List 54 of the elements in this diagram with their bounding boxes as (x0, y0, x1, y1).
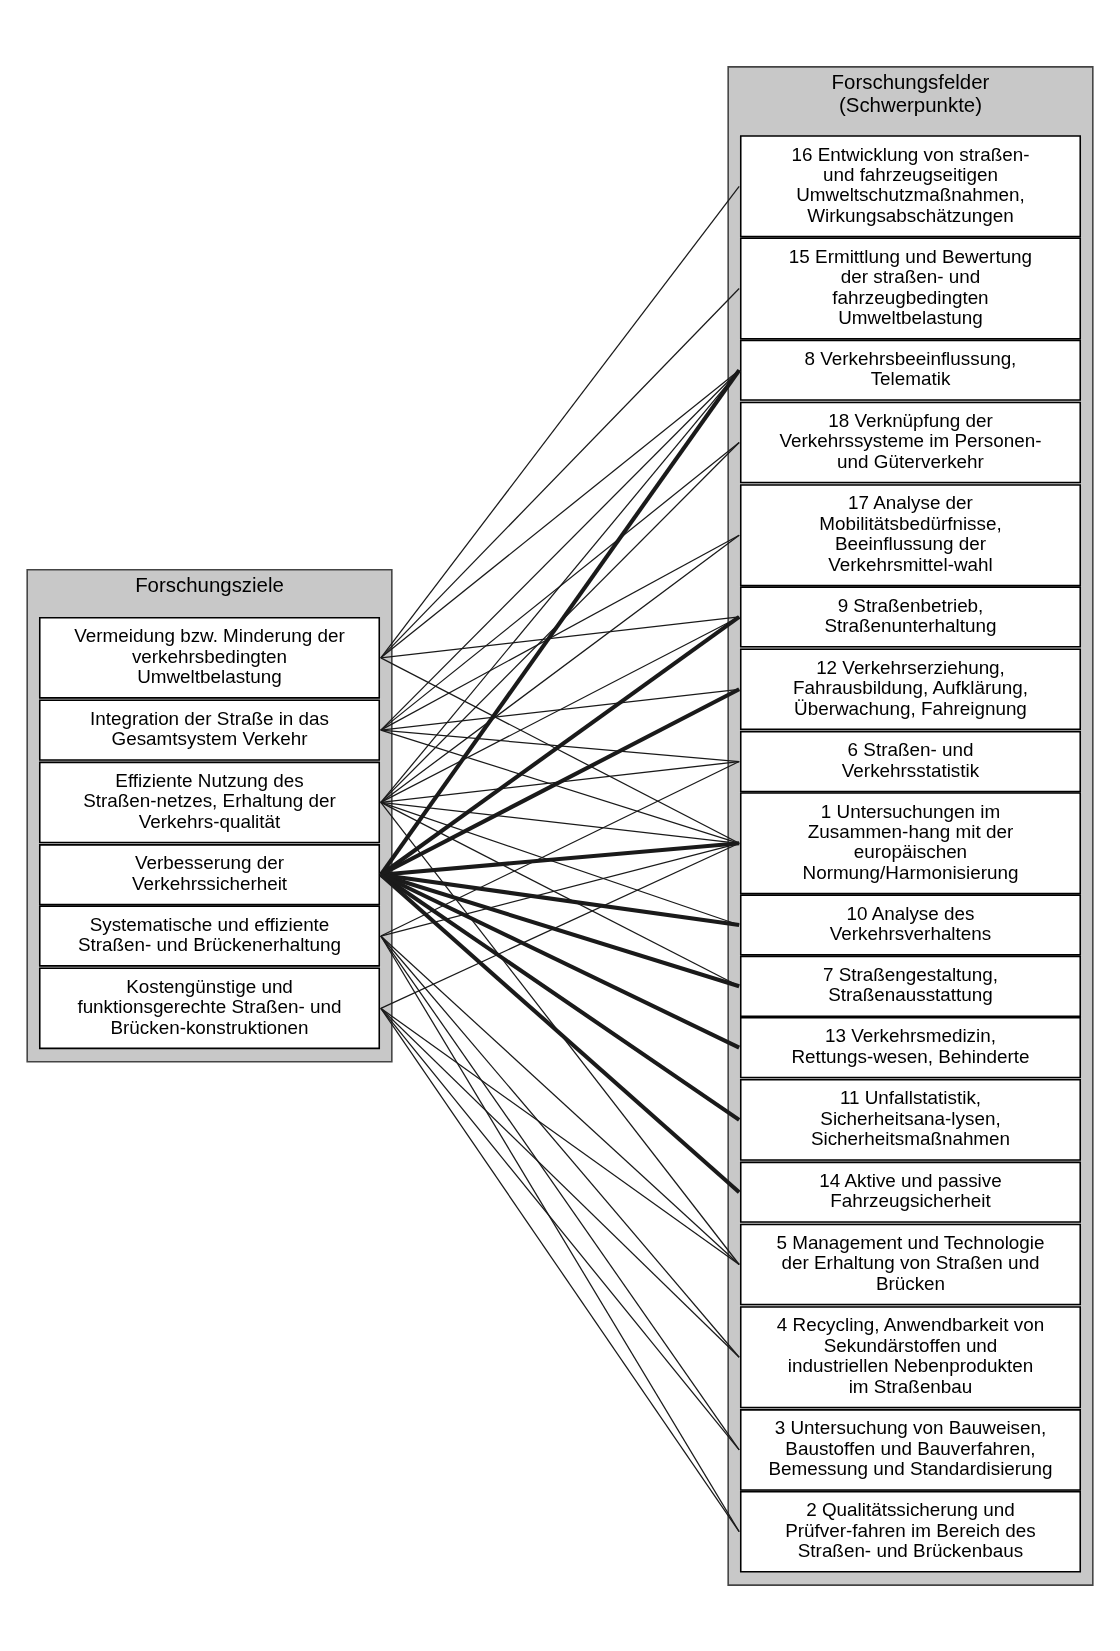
node-box: 12 Verkehrserziehung, Fahrausbildung, Aufklärung, Überwachung, Fahreignung (739, 647, 1082, 730)
connector (380, 369, 740, 658)
connector (379, 686, 741, 877)
connector (380, 615, 740, 803)
node-box: Effiziente Nutzung des Straßen-netzes, Erhaltung der Verkehrs-qualität (38, 761, 381, 843)
connector (379, 614, 741, 876)
node-box: 5 Management und Technologie der Erhaltung von Straßen und Brücken (739, 1223, 1082, 1305)
connector (379, 872, 741, 1122)
connector (380, 688, 740, 731)
connector (380, 615, 740, 658)
node-box: 6 Straßen- und Verkehrsstatistik (739, 730, 1082, 792)
connector (380, 534, 740, 731)
node-box: 18 Verknüpfung der Verkehrssysteme im Personen- und Güterverkehr (739, 401, 1082, 483)
node-box: 3 Untersuchung von Bauweisen, Baustoffen und Bauverfahren, Bemessung und Standardisierung (739, 1408, 1082, 1491)
connector (380, 934, 740, 1358)
node-box: 9 Straßenbetrieb, Straßenunterhaltung (739, 585, 1082, 648)
connector (379, 872, 741, 1194)
node-box: 13 Verkehrsmedizin, Rettungs-wesen, Behinderte (739, 1016, 1082, 1078)
connector (380, 801, 740, 1265)
connector (380, 801, 740, 987)
connector (380, 185, 740, 658)
connector (380, 760, 740, 937)
connector (380, 441, 740, 731)
node-box: 16 Entwicklung von straßen- und fahrzeugseitigen Umweltschutzmaßnahmen, Wirkungsabschätzungen (739, 134, 1082, 237)
connector (380, 729, 740, 762)
connector (380, 760, 740, 803)
connector (380, 1007, 740, 1358)
node-box: 4 Recycling, Anwendbarkeit von Sekundärstoffen und industriellen Nebenprodukten im Straßenbau (739, 1305, 1082, 1408)
connector (380, 656, 740, 844)
connector (380, 369, 740, 731)
node-box: 17 Analyse der Mobilitätsbedürfnisse, Beeinflussung der Verkehrsmittel-wahl (739, 483, 1082, 586)
connector (380, 441, 740, 803)
node-box: 11 Unfallstatistik, Sicherheitsana-lysen, Sicherheitsmaßnahmen (739, 1078, 1082, 1161)
node-box: 8 Verkehrsbeeinflussung, Telematik (739, 339, 1082, 401)
connector (380, 729, 740, 844)
connector (380, 842, 740, 1009)
connector (380, 842, 740, 937)
node-box: Vermeidung bzw. Minderung der verkehrsbedingten Umweltbelastung (38, 616, 381, 699)
node-box: 1 Untersuchungen im Zusammen-hang mit der europäischen Normung/Harmonisierung (739, 791, 1082, 894)
node-box: Integration der Straße in das Gesamtsystem Verkehr (38, 698, 381, 761)
node-box: Systematische und effiziente Straßen- und Brückenerhaltung (38, 904, 381, 967)
connector (379, 368, 741, 876)
connector (380, 287, 740, 658)
connector (380, 801, 740, 926)
node-box: 2 Qualitätssicherung und Prüfver-fahren im Bereich des Straßen- und Brückenbaus (739, 1490, 1082, 1573)
node-box: 10 Analyse des Verkehrsverhaltens (739, 893, 1082, 956)
node-box: Verbesserung der Verkehrssicherheit (38, 843, 381, 905)
connector (380, 934, 740, 1265)
node-box: 14 Aktive und passive Fahrzeugsicherheit (739, 1161, 1082, 1223)
connector (380, 534, 740, 803)
connector (380, 369, 740, 803)
node-box: 15 Ermittlung und Bewertung der straßen- und fahrzeugbedingten Umweltbelastung (739, 236, 1082, 340)
node-box: 7 Straßengestaltung, Straßenausstattung (739, 955, 1082, 1017)
node-box: Kostengünstige und funktionsgerechte Straßen- und Brücken-konstruktionen (38, 966, 381, 1049)
